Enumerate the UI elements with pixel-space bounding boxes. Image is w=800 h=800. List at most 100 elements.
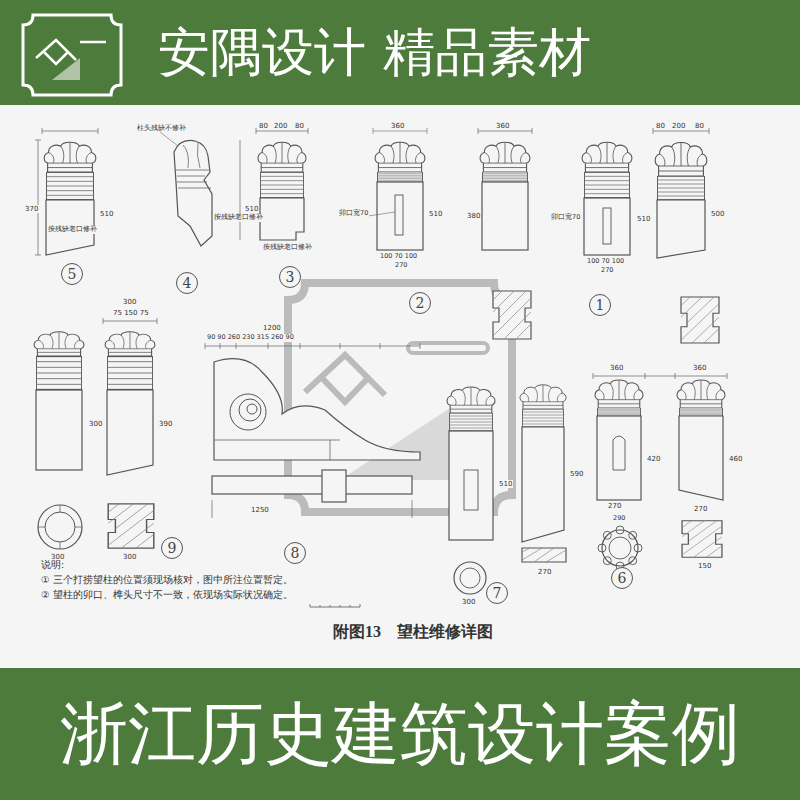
- annotation: 柱头残缺不修补: [136, 124, 187, 132]
- column-2b-part: [480, 142, 530, 172]
- callout-circle: 4: [176, 272, 198, 294]
- railing-board-8-part: [247, 404, 257, 414]
- dimension: 90 90 260 230 315 260 90: [206, 334, 295, 342]
- section-h-part: [493, 291, 531, 339]
- annotation: 按残缺老口修补: [47, 226, 98, 234]
- scale-bar-part: [310, 604, 360, 607]
- dimension: 510: [99, 210, 114, 218]
- dimension: 270: [537, 568, 552, 576]
- dimension: 420: [646, 455, 661, 463]
- column-9-part: [103, 318, 157, 324]
- section-h: [493, 291, 719, 343]
- header-band-part: [36, 40, 106, 64]
- callout-circle: 5: [61, 263, 83, 285]
- callout-number: 3: [286, 270, 295, 284]
- dimension: 200: [671, 122, 686, 130]
- railing-board-8-part: [322, 470, 346, 502]
- column-6-part: [595, 380, 643, 408]
- dimension: 360: [390, 122, 405, 130]
- column-6-part-part: [616, 526, 624, 534]
- railing-board-8-part: [214, 359, 420, 460]
- column-7-part: [522, 548, 566, 562]
- header-band-part: [23, 15, 121, 95]
- railing-board-8-part: [214, 440, 340, 460]
- column-6-part: [613, 436, 625, 470]
- column-6-part: [679, 416, 723, 500]
- column-4-part: [160, 132, 178, 146]
- column-7: [447, 385, 566, 594]
- column-9-part: [107, 390, 153, 475]
- dimension: 150: [697, 562, 712, 570]
- column-2a-part: [375, 142, 425, 172]
- railing-board-8: [205, 343, 420, 518]
- callout-circle: 7: [486, 582, 508, 604]
- dimension: 80: [694, 122, 705, 130]
- column-6-part: [602, 530, 638, 566]
- dimension: 590: [569, 470, 584, 478]
- dimension: 80: [258, 122, 269, 130]
- note-text: 说明:: [40, 559, 65, 570]
- dimension: 370: [24, 205, 39, 213]
- railing-board-8-part: [230, 394, 266, 430]
- dimension: 460: [728, 455, 743, 463]
- column-6-part: [677, 380, 725, 408]
- column-7-part: [522, 427, 564, 542]
- column-6-part-part: [634, 544, 642, 552]
- column-6-part: [679, 408, 723, 416]
- header-band-part: [52, 58, 80, 80]
- dimension: 1200: [262, 324, 282, 332]
- callout-circle: 6: [611, 567, 633, 589]
- column-7-part: [447, 387, 495, 413]
- column-1b-part: [655, 143, 707, 177]
- column-5-part: [35, 128, 98, 255]
- column-2a: [368, 128, 427, 250]
- dimension: 300: [122, 298, 137, 306]
- column-4-part: [174, 140, 212, 246]
- header-band: [0, 0, 800, 105]
- callout-number: 8: [291, 546, 300, 560]
- column-7-part: [464, 470, 478, 510]
- column-4: [160, 132, 212, 246]
- column-6-part-part: [629, 531, 637, 539]
- column-7-part: [449, 413, 493, 430]
- column-2a-part: [368, 128, 427, 216]
- column-2b-part: [482, 182, 528, 250]
- railing-board-8-part: [205, 343, 420, 349]
- annotation: 卯口宽70: [550, 214, 581, 222]
- callout-number: 9: [168, 541, 177, 555]
- callout-number: 6: [618, 571, 627, 585]
- annotation: 按残缺老口修补: [213, 214, 264, 222]
- column-2a-part: [377, 182, 423, 250]
- dimension: 100 70 100: [586, 258, 625, 266]
- column-4-part: [176, 143, 211, 188]
- dimension: 270: [600, 267, 614, 275]
- header-title: 安隅设计 精品素材: [158, 24, 591, 81]
- column-9-part: [105, 332, 155, 356]
- column-1a-part: [584, 198, 630, 255]
- note-text: ① 三个打捞望柱的位置须现场核对，图中所注位置暂定。: [40, 574, 294, 585]
- column-7-part: [520, 385, 566, 409]
- column-3-part: [240, 128, 308, 240]
- railing-board-8-part: [212, 476, 412, 494]
- column-6-part: [609, 537, 631, 559]
- column-1a-part: [584, 172, 630, 197]
- column-2a-part: [377, 172, 423, 182]
- note-text: ② 望柱的卯口、榫头尺寸不一致，依现场实际状况确定。: [40, 589, 294, 600]
- dimension: 100 70 100: [379, 253, 418, 261]
- column-6-part: [598, 526, 642, 570]
- column-7-part: [449, 431, 493, 540]
- column-6-part-part: [598, 544, 606, 552]
- column-2b: [478, 128, 532, 250]
- callout-number: 2: [416, 296, 425, 310]
- watermark-part: [305, 355, 385, 402]
- dimension: 500: [710, 210, 725, 218]
- column-9-part: [108, 504, 154, 548]
- column-5: [35, 128, 98, 255]
- dimension: 510: [428, 210, 443, 218]
- column-1b-part: [657, 200, 705, 258]
- scale-bar: [310, 604, 360, 607]
- footer-band: 浙江历史建筑设计案例: [0, 668, 800, 800]
- callout-circle: 3: [279, 266, 301, 288]
- callout-circle: 1: [589, 294, 611, 316]
